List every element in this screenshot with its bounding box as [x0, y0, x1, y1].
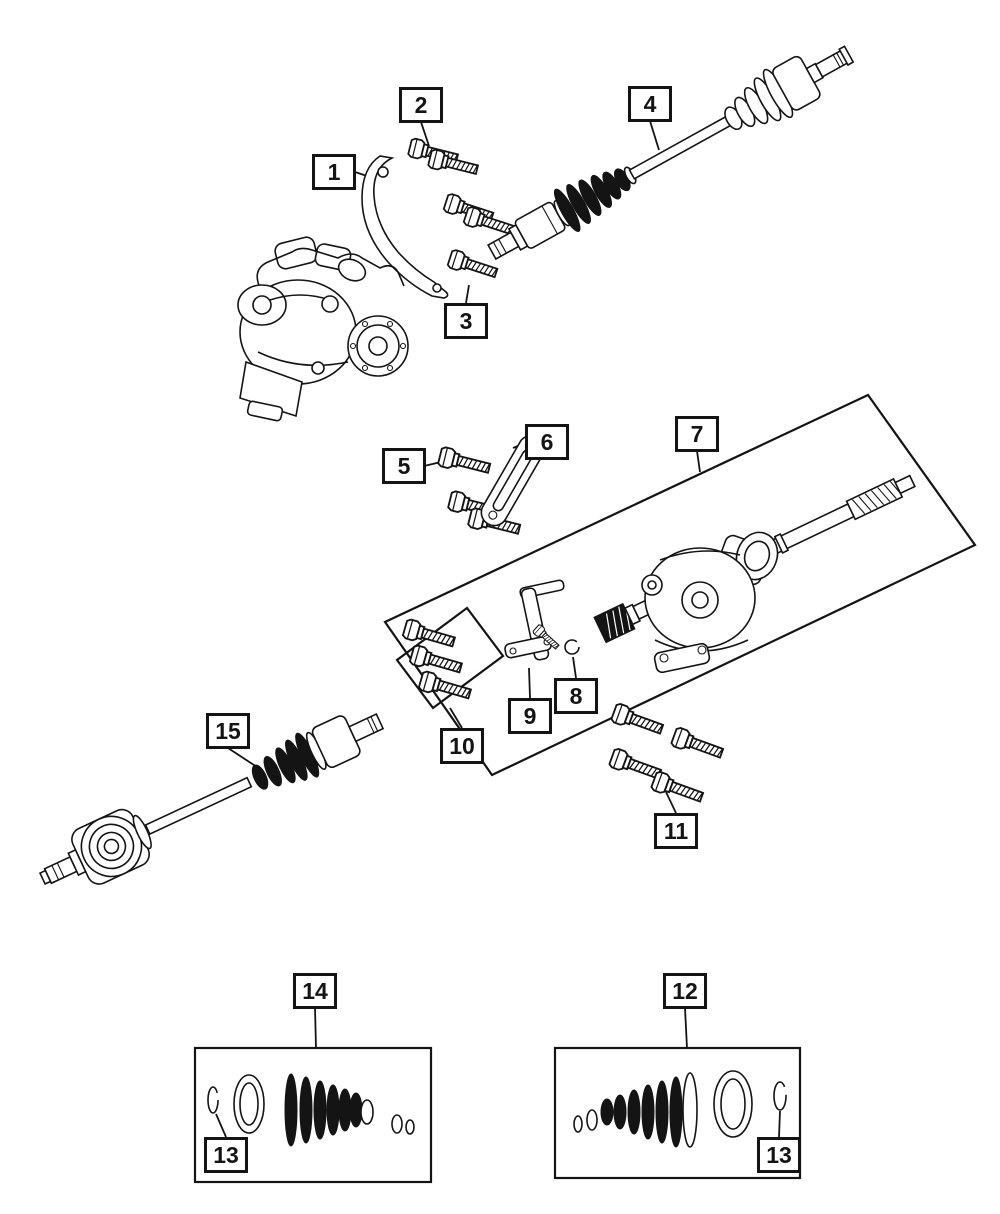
callout-6: 6	[525, 424, 569, 460]
support-bracket-item-9	[504, 579, 565, 661]
callout-11: 11	[654, 813, 698, 849]
callout-8: 8	[554, 678, 598, 714]
differential-assembly	[237, 236, 409, 422]
intermediate-shaft-box-item-7	[383, 393, 977, 777]
callout-1: 1	[312, 154, 356, 190]
callout-12: 12	[663, 973, 707, 1009]
callout-10: 10	[440, 728, 484, 764]
callout-3: 3	[444, 303, 488, 339]
boot-kit-item-12	[553, 1046, 802, 1180]
callout-15: 15	[206, 713, 250, 749]
bolts-item-2	[406, 137, 481, 180]
callout-14: 14	[293, 973, 337, 1009]
boot-kit-item-14	[193, 1046, 433, 1184]
callout-13-right: 13	[757, 1137, 801, 1173]
axle-shaft-item-4	[487, 45, 855, 261]
callout-9: 9	[508, 698, 552, 734]
callout-13-left: 13	[204, 1137, 248, 1173]
ptu-housing-item-7	[641, 531, 779, 674]
mounting-bracket-item-1	[361, 155, 449, 299]
axle-shaft-item-15	[38, 713, 385, 886]
callout-7: 7	[675, 416, 719, 452]
snap-ring-item-8	[564, 639, 580, 655]
bolts-item-11	[607, 701, 726, 808]
callout-5: 5	[382, 448, 426, 484]
callout-2: 2	[399, 87, 443, 123]
callout-4: 4	[628, 86, 672, 122]
bolt-kit-box-item-10	[395, 606, 505, 710]
